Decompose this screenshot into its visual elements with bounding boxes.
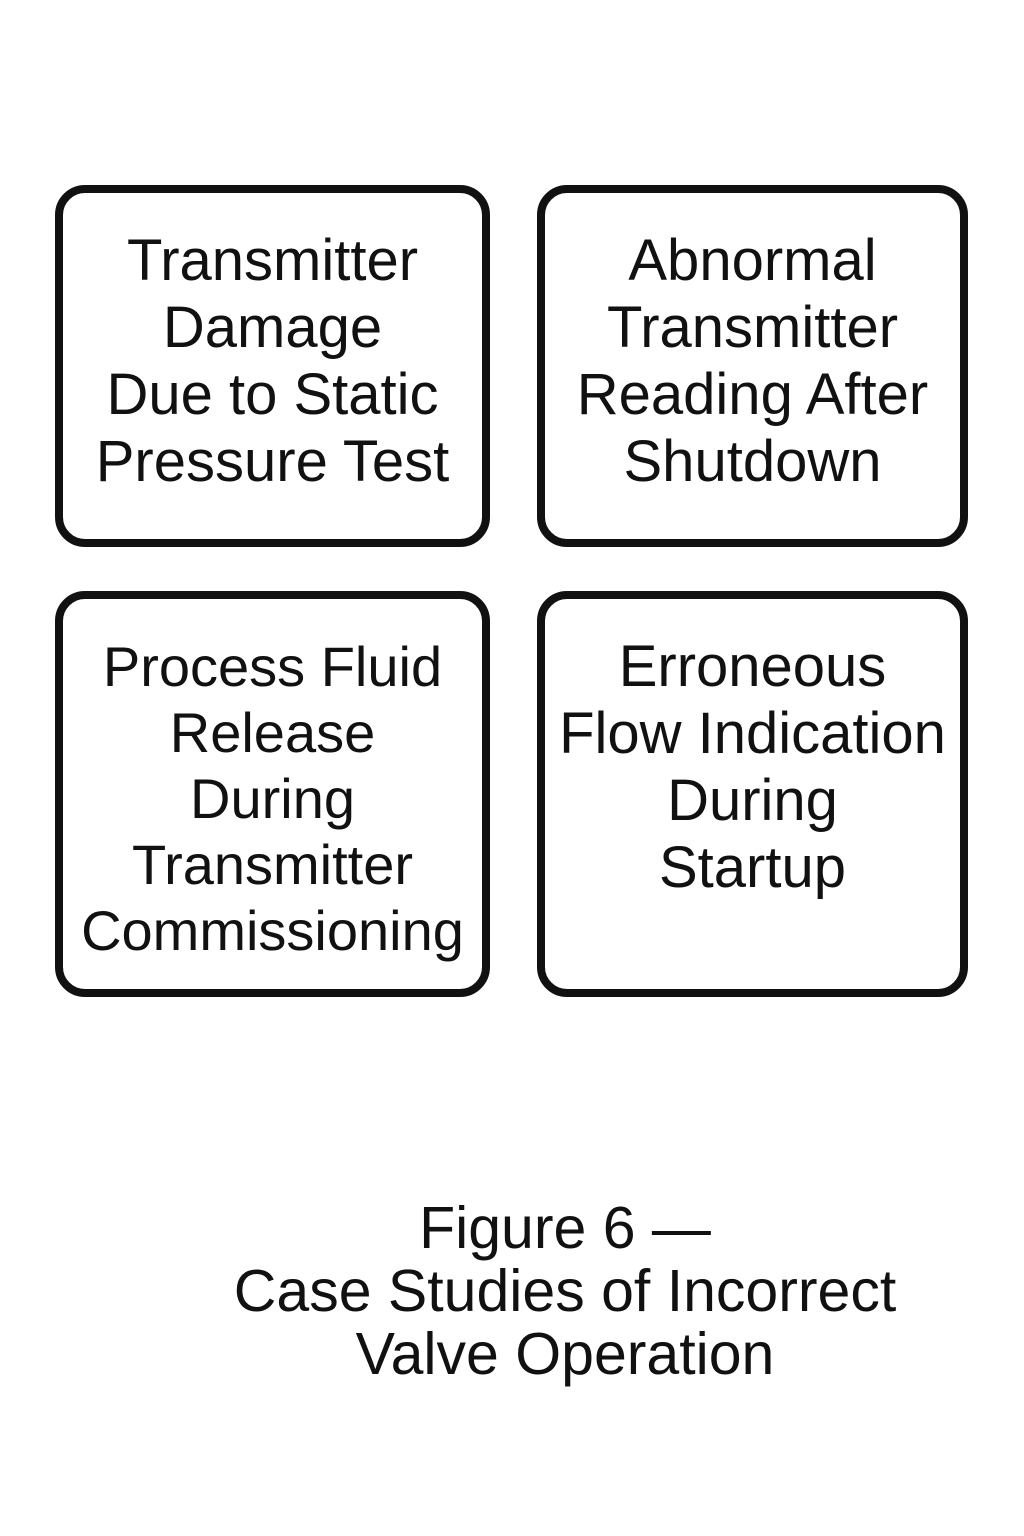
box-text-line: During xyxy=(667,768,838,833)
box-text-line: Damage xyxy=(162,295,383,360)
box-text-line: Transmitter xyxy=(131,833,414,896)
figure-caption-line: Figure 6 — xyxy=(419,1195,711,1261)
box-text-line: During xyxy=(190,767,355,830)
box-text-line: Transmitter xyxy=(126,228,419,293)
box-text-line: Commissioning xyxy=(81,899,464,962)
box-text-line: Shutdown xyxy=(623,429,882,494)
case-study-box-erroneous-flow-indication: Erroneous Flow Indication During Startup xyxy=(537,591,968,997)
box-text-line: Pressure Test xyxy=(95,429,450,494)
box-text-line: Due to Static xyxy=(106,362,439,427)
box-text-line: Flow Indication xyxy=(559,701,946,766)
case-study-box-abnormal-transmitter-reading: Abnormal Transmitter Reading After Shutd… xyxy=(537,185,968,547)
figure-caption-line: Valve Operation xyxy=(355,1321,775,1387)
box-text-line: Erroneous xyxy=(618,634,887,699)
figure-caption-line: Case Studies of Incorrect xyxy=(233,1258,897,1324)
case-study-box-process-fluid-release: Process Fluid Release During Transmitter… xyxy=(55,591,490,997)
box-text-line: Transmitter xyxy=(606,295,899,360)
box-text-line: Release xyxy=(169,701,376,764)
figure-caption: Figure 6 — Case Studies of Incorrect Val… xyxy=(103,1197,1024,1386)
box-text-line: Process Fluid xyxy=(102,635,443,698)
box-text-line: Startup xyxy=(659,835,846,900)
box-text-line: Abnormal xyxy=(628,228,877,293)
case-study-box-transmitter-damage: Transmitter Damage Due to Static Pressur… xyxy=(55,185,490,547)
box-text-line: Reading After xyxy=(576,362,929,427)
